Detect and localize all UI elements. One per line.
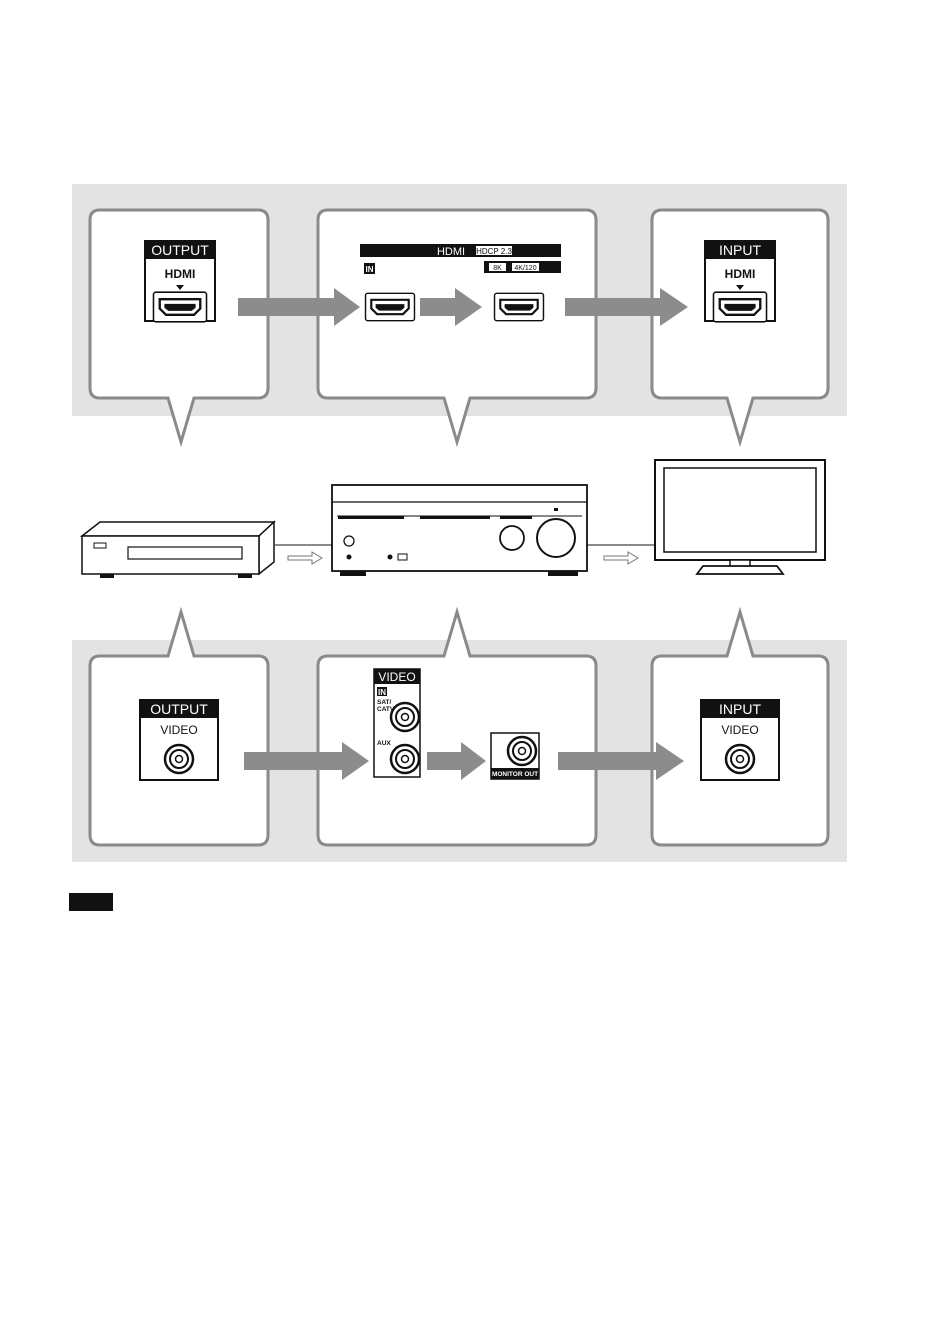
svg-text:INPUT: INPUT [719,701,761,717]
note-tag [69,893,113,911]
svg-text:IN: IN [366,265,374,274]
svg-text:MONITOR OUT: MONITOR OUT [492,771,538,778]
av-receiver-device [332,485,587,576]
source-video-output-jack: OUTPUT VIDEO [140,700,218,780]
source-hdmi-output-port: OUTPUT HDMI [145,241,215,322]
svg-text:VIDEO: VIDEO [721,723,758,737]
tv-display-device [655,460,825,574]
receiver-hdmi-in-port [366,293,415,320]
svg-text:8K: 8K [493,265,502,272]
flow-arrow-source-to-receiver [288,552,322,564]
svg-text:INPUT: INPUT [719,242,761,258]
display-video-input-jack: INPUT VIDEO [701,700,779,780]
flow-arrow-receiver-to-display [604,552,638,564]
svg-text:HDCP 2.3: HDCP 2.3 [476,247,512,256]
svg-text:4K/120: 4K/120 [514,265,536,272]
svg-text:AUX: AUX [377,740,391,747]
svg-text:VIDEO: VIDEO [160,723,197,737]
source-player-device [82,522,274,578]
display-hdmi-input-port: INPUT HDMI [705,241,775,322]
svg-text:HDMI: HDMI [437,246,465,258]
receiver-video-sat-catv-jack [391,703,419,731]
receiver-video-aux-jack [391,745,419,773]
svg-text:HDMI: HDMI [725,267,756,281]
svg-text:IN: IN [378,688,386,697]
receiver-hdmi-out-port [495,293,544,320]
svg-text:SAT/: SAT/ [377,699,392,706]
svg-text:HDMI: HDMI [165,267,196,281]
svg-text:OUTPUT: OUTPUT [151,242,209,258]
receiver-video-input-panel: VIDEO IN SAT/ CATV AUX [374,669,420,777]
receiver-monitor-out-jack: MONITOR OUT [491,733,539,779]
svg-text:OUTPUT: OUTPUT [150,701,208,717]
svg-text:VIDEO: VIDEO [378,670,415,684]
